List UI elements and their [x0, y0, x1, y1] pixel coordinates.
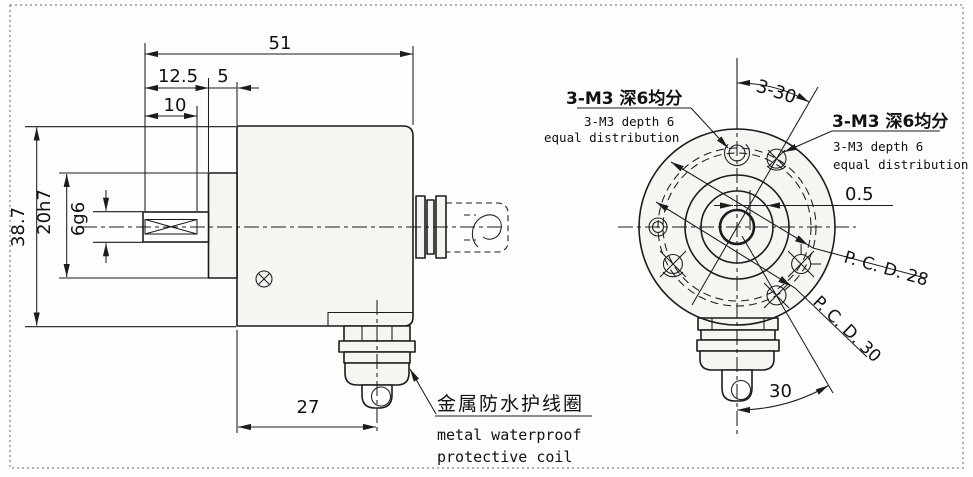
- cable-gland-label-en2: protective coil: [437, 448, 572, 466]
- svg-text:30: 30: [769, 381, 792, 402]
- dim-shaft-diameter: 6g6: [68, 202, 89, 236]
- dimension-lines: [33, 50, 413, 431]
- mounting-hole-lower-right: [787, 244, 821, 278]
- cable-loop: [471, 214, 502, 248]
- hole-axis-60deg: [691, 86, 819, 306]
- dim-hole-angle-bottom: 30: [736, 381, 829, 414]
- encoder-body: [236, 125, 414, 327]
- screw-label-right-cn: 3-M3 深6均分: [832, 111, 948, 132]
- screw-label-left-cn: 3-M3 深6均分: [566, 88, 682, 109]
- cable-gland-label: 金属防水护线圈 metal waterproof protective coil: [409, 368, 592, 466]
- svg-text:0.5: 0.5: [845, 184, 874, 205]
- screw-label-left-en2: equal distribution: [544, 130, 679, 145]
- mounting-hole-top: [724, 143, 750, 167]
- mounting-hole-lower-left: [659, 250, 687, 278]
- screw-icon: [255, 270, 273, 288]
- body-bottom-step: [327, 311, 413, 326]
- svg-text:P. C. D. 30: P. C. D. 30: [809, 292, 885, 367]
- dim-body-height: 38.7: [8, 207, 29, 247]
- cable-gland-label-cn: 金属防水护线圈: [437, 393, 584, 415]
- mounting-hole-left: [648, 217, 668, 237]
- pilot-flange: [207, 172, 238, 279]
- cable: [361, 384, 393, 409]
- screw-label-right: 3-M3 深6均分 3-M3 depth 6 equal distributio…: [783, 111, 968, 172]
- mounting-hole-upper-right: [766, 148, 787, 171]
- mounting-hole-bottom-right: [763, 282, 790, 309]
- front-view: 3-30 0.5 P. C. D. 28 P. C. D. 30 30: [544, 58, 968, 437]
- front-cable-gland: [696, 317, 780, 402]
- screw-label-right-en2: equal distribution: [833, 157, 968, 172]
- extension-lines: [25, 43, 414, 433]
- dim-hole-angle-top: 3-30: [736, 76, 810, 109]
- cable-gland-label-en1: metal waterproof: [437, 426, 582, 444]
- side-view: 51 12.5 5 10 27 38.7 20h7 6g6 金属防水护线圈 me…: [8, 33, 592, 466]
- page-border: [9, 4, 964, 469]
- dim-flange-offset: 12.5: [158, 66, 198, 87]
- svg-text:3-30: 3-30: [753, 76, 798, 109]
- dim-shaft-length: 10: [164, 95, 187, 116]
- dim-total-length: 51: [269, 33, 292, 54]
- hole-axis-300deg: [741, 235, 834, 394]
- svg-text:P. C. D. 28: P. C. D. 28: [842, 248, 931, 291]
- screw-label-left: 3-M3 深6均分 3-M3 depth 6 equal distributio…: [544, 88, 729, 149]
- screw-label-right-en1: 3-M3 depth 6: [833, 139, 923, 154]
- dim-pilot-diameter: 20h7: [34, 189, 55, 235]
- dim-pilot-length: 5: [217, 66, 228, 87]
- screw-label-left-en1: 3-M3 depth 6: [584, 114, 674, 129]
- dim-cable-offset: 27: [297, 397, 320, 418]
